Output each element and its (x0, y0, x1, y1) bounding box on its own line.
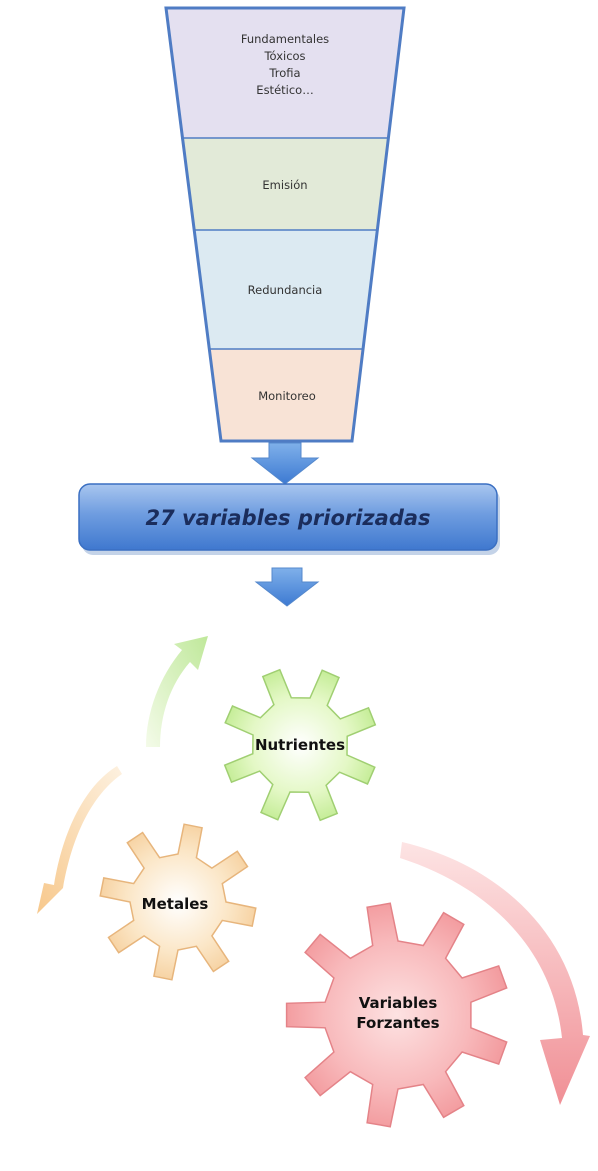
funnel: Fundamentales Tóxicos Trofia Estético… E… (164, 6, 406, 443)
funnel-label-fundamentales: Fundamentales (241, 32, 329, 46)
gear-nutrientes: Nutrientes (223, 668, 377, 822)
banner-label: 27 variables priorizadas (145, 506, 430, 530)
down-arrow-icon (254, 567, 320, 607)
cycle-arrow-green (146, 636, 208, 747)
funnel-outline (164, 6, 406, 443)
funnel-label-redundancia: Redundancia (248, 283, 323, 297)
gear-label-nutrientes: Nutrientes (255, 736, 345, 754)
funnel-stage-fundamentales (166, 8, 404, 138)
funnel-stage-emision (181, 138, 389, 230)
gear-icon (285, 902, 508, 1128)
down-arrow-icon (250, 442, 320, 485)
funnel-stage-redundancia (195, 230, 376, 349)
funnel-label-toxicos: Tóxicos (263, 49, 305, 63)
cycle-arrow-orange (37, 766, 122, 914)
gear-metales: Metales (99, 823, 257, 981)
gear-label-forzantes: Forzantes (356, 1014, 439, 1032)
funnel-label-emision: Emisión (262, 178, 307, 192)
banner-box (78, 483, 498, 551)
funnel-label-estetico: Estético… (256, 83, 313, 97)
priority-banner: 27 variables priorizadas (78, 483, 500, 555)
gear-label-variables: Variables (359, 994, 438, 1012)
cycle-arrow-red (400, 842, 590, 1105)
gear-icon (99, 823, 257, 981)
funnel-label-trofia: Trofia (268, 66, 300, 80)
gear-icon (223, 668, 377, 822)
gear-label-metales: Metales (142, 895, 209, 913)
funnel-stage-monitoreo (208, 349, 364, 441)
gear-variables-forzantes: Variables Forzantes (285, 902, 508, 1128)
funnel-label-monitoreo: Monitoreo (258, 389, 316, 403)
